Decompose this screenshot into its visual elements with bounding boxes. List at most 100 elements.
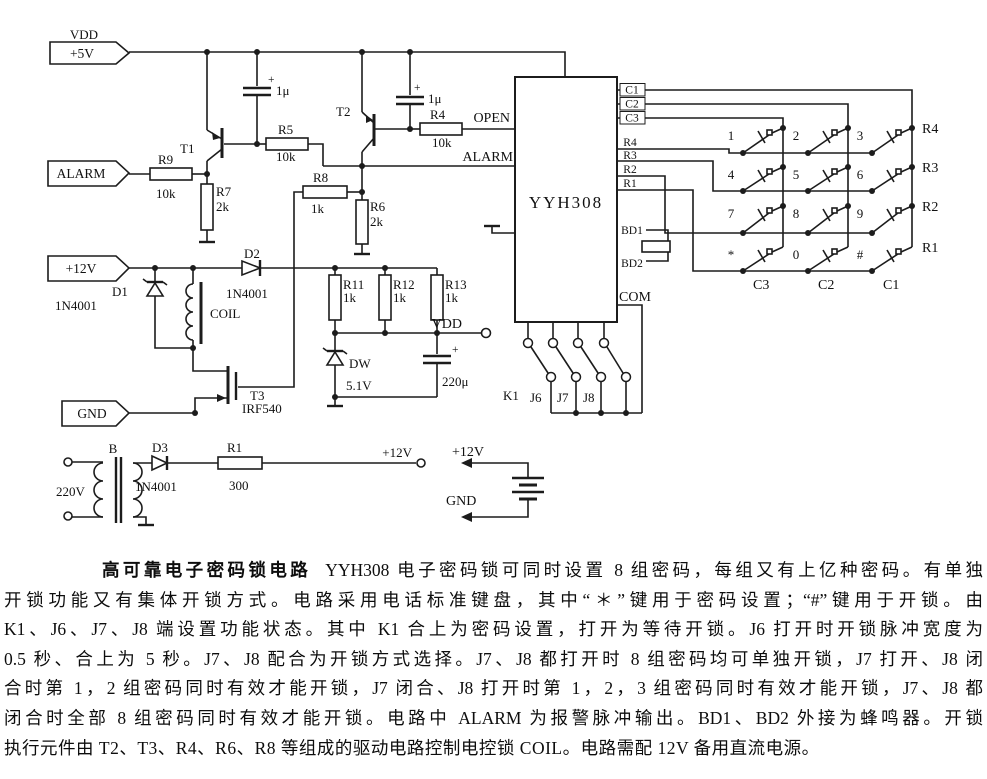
mosfet-t3: T3 IRF540 bbox=[192, 348, 282, 416]
ic-pin-c2: C2 bbox=[625, 99, 639, 111]
svg-text:6: 6 bbox=[857, 167, 864, 182]
j7-label: J7 bbox=[557, 390, 569, 405]
regulator-ground bbox=[327, 394, 437, 408]
vdd-rail-label: VDD bbox=[70, 27, 98, 42]
keypad-key-8: 8 bbox=[793, 203, 851, 236]
bd1-label: BD1 bbox=[621, 225, 643, 237]
vdd-terminal-label: VDD bbox=[432, 317, 462, 332]
r6-label: R6 bbox=[370, 199, 386, 214]
diode-d1: D1 1N4001 bbox=[55, 268, 193, 349]
r8-value: 1k bbox=[311, 201, 325, 216]
resistor-r7: R7 2k bbox=[199, 171, 232, 244]
d3-value: 1N4001 bbox=[135, 479, 177, 494]
r9-label: R9 bbox=[158, 152, 173, 167]
ic-yyh308: YYH308 bbox=[514, 76, 618, 323]
keypad-key-7: 7 bbox=[728, 203, 786, 236]
r13-label: R13 bbox=[445, 277, 467, 292]
resistor-r6: R6 2k bbox=[354, 199, 386, 256]
vdd-rail-value: +5V bbox=[70, 46, 94, 61]
gnd-flag-label: GND bbox=[77, 406, 106, 421]
t3-part-number: IRF540 bbox=[242, 401, 282, 416]
r7-value: 2k bbox=[216, 199, 230, 214]
svg-text:4: 4 bbox=[728, 167, 735, 182]
dc-output-label: +12V bbox=[382, 445, 412, 460]
battery-plus12v-label: +12V bbox=[452, 445, 484, 460]
resistor-r11: R11 1k bbox=[328, 268, 364, 333]
ic-pin-r4: R4 bbox=[623, 137, 637, 149]
resistor-r5: R5 10k bbox=[254, 122, 324, 166]
ic-pin-c3: C3 bbox=[625, 113, 639, 125]
r11-value: 1k bbox=[343, 290, 357, 305]
d2-value: 1N4001 bbox=[226, 286, 268, 301]
transistor-t2: T2 bbox=[336, 52, 410, 200]
buzzer-bd: BD1 BD2 bbox=[617, 222, 671, 270]
resistor-r1: R1 300 +12V bbox=[217, 440, 426, 493]
r1-label: R1 bbox=[227, 440, 242, 455]
capacitor-c2: + 1μ bbox=[396, 52, 442, 129]
capacitor-220u: + 220μ bbox=[423, 333, 469, 397]
j8-label: J8 bbox=[583, 390, 595, 405]
ic-label: YYH308 bbox=[529, 193, 603, 212]
cap3-value: 220μ bbox=[442, 374, 469, 389]
svg-text:1: 1 bbox=[728, 128, 735, 143]
r9-value: 10k bbox=[156, 186, 176, 201]
svg-text:2: 2 bbox=[793, 128, 800, 143]
r5-value: 10k bbox=[276, 149, 296, 164]
description-line-4: 0.5 秒、合上为 5 秒。J7、J8 配合为开锁方式选择。J7、J8 都打开时… bbox=[4, 648, 983, 669]
d3-label: D3 bbox=[152, 440, 168, 455]
keypad-key-6: 6 bbox=[857, 164, 915, 194]
coil-label: COIL bbox=[210, 306, 240, 321]
r6-value: 2k bbox=[370, 214, 384, 229]
bd2-label: BD2 bbox=[621, 258, 643, 270]
transistor-t1: T1 bbox=[180, 52, 257, 174]
coil-solenoid: COIL bbox=[185, 268, 240, 351]
vdd-rail-wire bbox=[129, 49, 566, 77]
plus12v-flag: +12V bbox=[47, 255, 131, 282]
alarm-line: ALARM bbox=[323, 150, 515, 169]
description-line-3: K1、J6、J7、J8 端设置功能状态。其中 K1 合上为密码设置，打开为等待开… bbox=[4, 619, 983, 640]
gnd-flag: GND bbox=[61, 400, 131, 427]
alarm-pin-label: ALARM bbox=[462, 150, 513, 165]
svg-text:*: * bbox=[728, 247, 735, 262]
svg-text:0: 0 bbox=[793, 247, 800, 262]
resistor-r8: R8 1k bbox=[238, 170, 365, 388]
keypad-key-0: 0 bbox=[793, 246, 849, 274]
r7-label: R7 bbox=[216, 184, 232, 199]
keypad-row-label-r2: R2 bbox=[922, 200, 938, 215]
description-line-7: 执行元件由 T2、T3、R4、R6、R8 等组成的驱动电路控制电控锁 COIL。… bbox=[4, 737, 820, 758]
mains-voltage-label: 220V bbox=[56, 484, 86, 499]
r4-label: R4 bbox=[430, 107, 446, 122]
vdd-node: VDD bbox=[332, 317, 492, 339]
cap2-value: 1μ bbox=[428, 91, 442, 106]
alarm-flag-label: ALARM bbox=[57, 166, 106, 181]
resistor-r4: R4 10k OPEN bbox=[407, 107, 515, 150]
r8-label: R8 bbox=[313, 170, 328, 185]
dw-label: DW bbox=[349, 356, 371, 371]
d2-label: D2 bbox=[244, 246, 260, 261]
open-pin-label: OPEN bbox=[473, 111, 510, 126]
ic-pin-r3: R3 bbox=[623, 150, 637, 162]
ic-pin-c1: C1 bbox=[625, 85, 639, 97]
alarm-flag: ALARM bbox=[47, 160, 131, 187]
transformer-label: B bbox=[109, 441, 118, 456]
gnd-wire bbox=[129, 410, 198, 416]
t3-label: T3 bbox=[250, 388, 264, 403]
resistor-r13: R13 1k bbox=[430, 268, 467, 333]
keypad-row-label-r4: R4 bbox=[922, 122, 938, 137]
r13-value: 1k bbox=[445, 290, 459, 305]
j6-label: J6 bbox=[530, 390, 542, 405]
keypad-key-star: * bbox=[728, 246, 784, 274]
r4-value: 10k bbox=[432, 135, 452, 150]
svg-text:7: 7 bbox=[728, 206, 735, 221]
keypad-col-label-c2: C2 bbox=[818, 278, 834, 293]
svg-text:5: 5 bbox=[793, 167, 800, 182]
cap1-polarity: + bbox=[268, 74, 275, 86]
r12-value: 1k bbox=[393, 290, 407, 305]
capacitor-c1: + 1μ bbox=[243, 52, 290, 144]
plus12v-flag-label: +12V bbox=[66, 261, 97, 276]
com-line: COM bbox=[617, 290, 651, 413]
zener-dw: DW 5.1V bbox=[322, 333, 372, 397]
r1-value: 300 bbox=[229, 478, 249, 493]
